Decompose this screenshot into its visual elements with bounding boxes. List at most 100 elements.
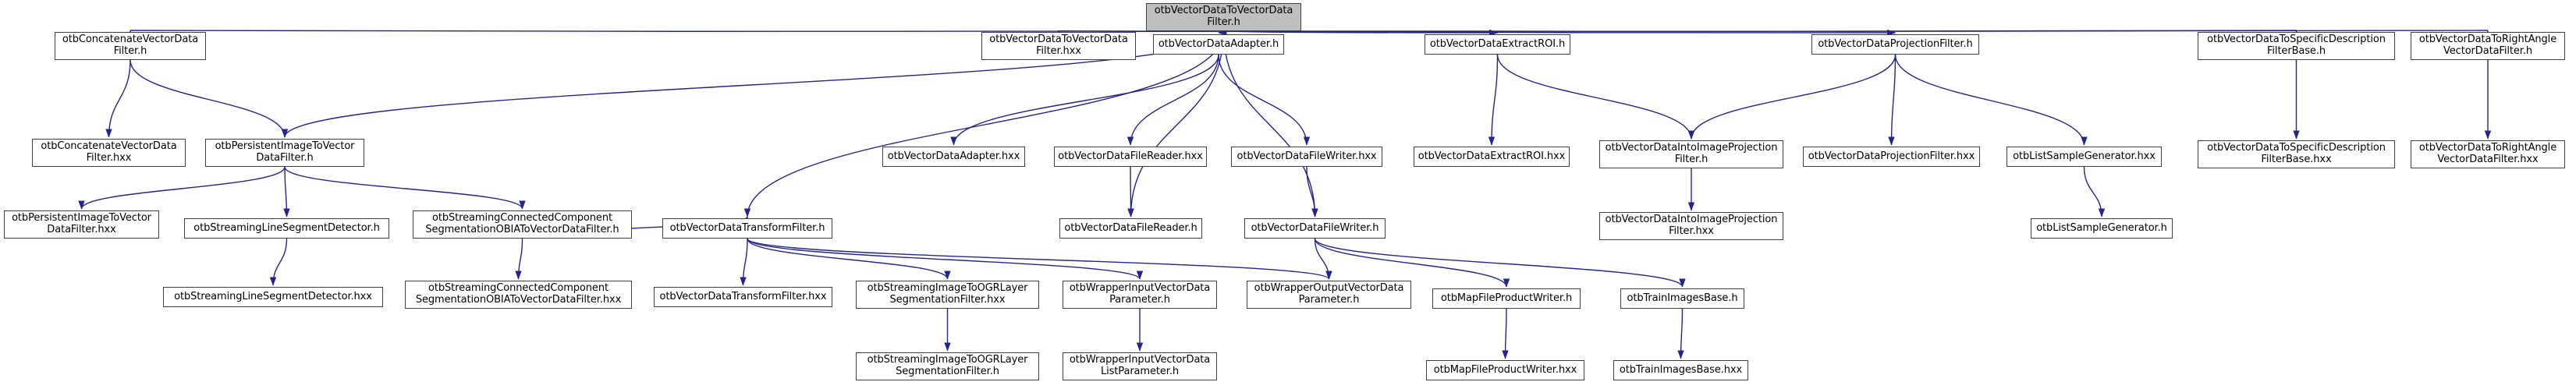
graph-edge bbox=[2083, 166, 2106, 217]
graph-node-label: otbVectorDataExtractROI.hxx bbox=[1418, 150, 1566, 162]
graph-node-label: otbVectorDataAdapter.hxx bbox=[887, 150, 1020, 162]
graph-node[interactable]: otbVectorDataToVectorData Filter.hxx bbox=[981, 32, 1136, 60]
graph-node[interactable]: otbStreamingImageToOGRLayer Segmentation… bbox=[856, 281, 1039, 309]
graph-node[interactable]: otbVectorDataExtractROI.hxx bbox=[1414, 147, 1570, 167]
graph-node[interactable]: otbVectorDataToSpecificDescription Filte… bbox=[2198, 32, 2395, 60]
graph-node[interactable]: otbListSampleGenerator.hxx bbox=[2007, 147, 2162, 167]
graph-node[interactable]: otbConcatenateVectorData Filter.hxx bbox=[32, 139, 186, 167]
graph-node-label: otbPersistentImageToVector DataFilter.hx… bbox=[12, 212, 151, 235]
graph-node[interactable]: otbVectorDataTransformFilter.hxx bbox=[654, 287, 832, 307]
graph-node[interactable]: otbVectorDataProjectionFilter.h bbox=[1811, 34, 1979, 55]
graph-node-label: otbWrapperOutputVectorData Parameter.h bbox=[1254, 282, 1404, 306]
graph-edge bbox=[1496, 54, 1695, 140]
graph-node[interactable]: otbWrapperInputVectorData Parameter.h bbox=[1063, 281, 1217, 309]
graph-node-label: otbMapFileProductWriter.h bbox=[1440, 292, 1573, 304]
graph-node[interactable]: otbListSampleGenerator.h bbox=[2031, 218, 2173, 239]
graph-edge bbox=[1127, 166, 1134, 217]
graph-node-label: otbVectorDataToSpecificDescription Filte… bbox=[2207, 142, 2386, 165]
graph-node[interactable]: otbMapFileProductWriter.hxx bbox=[1426, 360, 1584, 380]
graph-edge bbox=[1888, 54, 1897, 146]
graph-node[interactable]: otbWrapperOutputVectorData Parameter.h bbox=[1247, 281, 1411, 309]
graph-node[interactable]: otbStreamingLineSegmentDetector.hxx bbox=[163, 287, 383, 307]
graph-edge bbox=[1222, 29, 1499, 37]
graph-edge bbox=[1127, 54, 1219, 146]
graph-node[interactable]: otbVectorDataTransformFilter.h bbox=[662, 218, 832, 239]
graph-node-label: otbTrainImagesBase.hxx bbox=[1619, 363, 1743, 376]
graph-node[interactable]: otbVectorDataProjectionFilter.hxx bbox=[1803, 147, 1980, 167]
graph-node[interactable]: otbVectorDataToSpecificDescription Filte… bbox=[2198, 140, 2395, 168]
graph-node[interactable]: otbStreamingConnectedComponent Segmentat… bbox=[413, 210, 632, 239]
graph-edge bbox=[1306, 166, 1318, 217]
graph-node-label: otbVectorDataToVectorData Filter.hxx bbox=[989, 34, 1128, 57]
graph-edge bbox=[1502, 308, 1509, 359]
graph-edge bbox=[1314, 238, 1332, 280]
graph-edge bbox=[1222, 30, 1318, 217]
graph-node-label: otbStreamingImageToOGRLayer Segmentation… bbox=[867, 354, 1028, 377]
graph-edge bbox=[1223, 30, 2297, 39]
graph-node-label: otbStreamingImageToOGRLayer Segmentation… bbox=[867, 282, 1028, 306]
graph-edge bbox=[1222, 29, 1897, 37]
graph-node-label: otbVectorDataFileWriter.h bbox=[1251, 221, 1379, 234]
graph-node-root[interactable]: otbVectorDataToVectorData Filter.h bbox=[1146, 3, 1301, 31]
graph-edge bbox=[1488, 54, 1499, 146]
graph-node[interactable]: otbVectorDataToRightAngle VectorDataFilt… bbox=[2411, 140, 2565, 168]
graph-node[interactable]: otbStreamingLineSegmentDetector.h bbox=[184, 218, 389, 239]
graph-edge bbox=[105, 59, 131, 138]
graph-edge bbox=[515, 238, 523, 280]
graph-node-label: otbVectorDataToSpecificDescription Filte… bbox=[2207, 34, 2386, 57]
graph-edge bbox=[283, 166, 290, 217]
graph-edge bbox=[130, 59, 289, 138]
graph-edge bbox=[747, 238, 1143, 280]
graph-node[interactable]: otbVectorDataIntoImageProjection Filter.… bbox=[1599, 212, 1783, 240]
graph-node-label: otbVectorDataToRightAngle VectorDataFilt… bbox=[2418, 142, 2557, 165]
graph-node-label: otbWrapperInputVectorData ListParameter.… bbox=[1069, 354, 1211, 377]
graph-node-label: otbConcatenateVectorData Filter.h bbox=[62, 34, 199, 57]
graph-edge bbox=[950, 54, 1219, 146]
graph-node-label: otbConcatenateVectorData Filter.hxx bbox=[41, 140, 177, 164]
graph-node[interactable]: otbStreamingImageToOGRLayer Segmentation… bbox=[856, 352, 1039, 380]
graph-node[interactable]: otbVectorDataExtractROI.h bbox=[1425, 34, 1570, 55]
graph-node-label: otbStreamingLineSegmentDetector.hxx bbox=[174, 290, 372, 302]
graph-node[interactable]: otbPersistentImageToVector DataFilter.h bbox=[205, 139, 364, 167]
graph-node[interactable]: otbVectorDataFileReader.hxx bbox=[1054, 147, 1207, 167]
graph-node[interactable]: otbMapFileProductWriter.h bbox=[1432, 288, 1581, 309]
graph-node-label: otbVectorDataProjectionFilter.hxx bbox=[1808, 150, 1975, 162]
graph-node-label: otbVectorDataFileReader.hxx bbox=[1058, 150, 1203, 162]
graph-node-label: otbVectorDataProjectionFilter.h bbox=[1818, 37, 1973, 50]
graph-edge bbox=[1894, 54, 2088, 146]
graph-node-label: otbVectorDataIntoImageProjection Filter.… bbox=[1605, 214, 1778, 237]
graph-node[interactable]: otbVectorDataFileWriter.hxx bbox=[1231, 147, 1382, 167]
graph-edge bbox=[747, 238, 951, 280]
graph-node[interactable]: otbVectorDataAdapter.hxx bbox=[882, 147, 1025, 167]
graph-node[interactable]: otbConcatenateVectorData Filter.h bbox=[55, 32, 206, 60]
graph-node-label: otbMapFileProductWriter.hxx bbox=[1433, 363, 1577, 376]
graph-node[interactable]: otbVectorDataFileReader.h bbox=[1059, 218, 1202, 239]
graph-node[interactable]: otbStreamingConnectedComponent Segmentat… bbox=[405, 281, 632, 309]
graph-node-label: otbVectorDataFileWriter.hxx bbox=[1237, 150, 1377, 162]
graph-node[interactable]: otbWrapperInputVectorData ListParameter.… bbox=[1063, 352, 1217, 380]
graph-edge bbox=[1314, 238, 1686, 288]
graph-node-label: otbVectorDataTransformFilter.h bbox=[669, 221, 825, 234]
graph-node[interactable]: otbVectorDataToRightAngle VectorDataFilt… bbox=[2411, 32, 2565, 60]
graph-node-label: otbStreamingLineSegmentDetector.h bbox=[193, 221, 380, 234]
graph-node[interactable]: otbTrainImagesBase.hxx bbox=[1613, 360, 1748, 380]
graph-node[interactable]: otbVectorDataIntoImageProjection Filter.… bbox=[1599, 140, 1783, 168]
graph-node-label: otbStreamingConnectedComponent Segmentat… bbox=[415, 282, 622, 306]
graph-node-label: otbVectorDataAdapter.h bbox=[1158, 37, 1279, 50]
graph-edge bbox=[284, 166, 526, 210]
graph-edge bbox=[1687, 54, 1897, 140]
graph-node-label: otbPersistentImageToVector DataFilter.h bbox=[215, 140, 355, 164]
graph-node-label: otbVectorDataToVectorData Filter.h bbox=[1154, 5, 1293, 28]
graph-edge bbox=[269, 238, 288, 286]
graph-edge bbox=[740, 238, 748, 286]
graph-node[interactable]: otbVectorDataFileWriter.h bbox=[1244, 218, 1386, 239]
graph-node[interactable]: otbPersistentImageToVector DataFilter.hx… bbox=[4, 210, 159, 239]
graph-edge bbox=[78, 166, 286, 210]
graph-node-label: otbVectorDataTransformFilter.hxx bbox=[659, 290, 827, 302]
graph-node-label: otbVectorDataExtractROI.h bbox=[1429, 37, 1566, 50]
graph-node[interactable]: otbTrainImagesBase.h bbox=[1620, 288, 1744, 309]
graph-node[interactable]: otbVectorDataAdapter.h bbox=[1153, 34, 1284, 55]
graph-edge bbox=[1218, 29, 1227, 37]
